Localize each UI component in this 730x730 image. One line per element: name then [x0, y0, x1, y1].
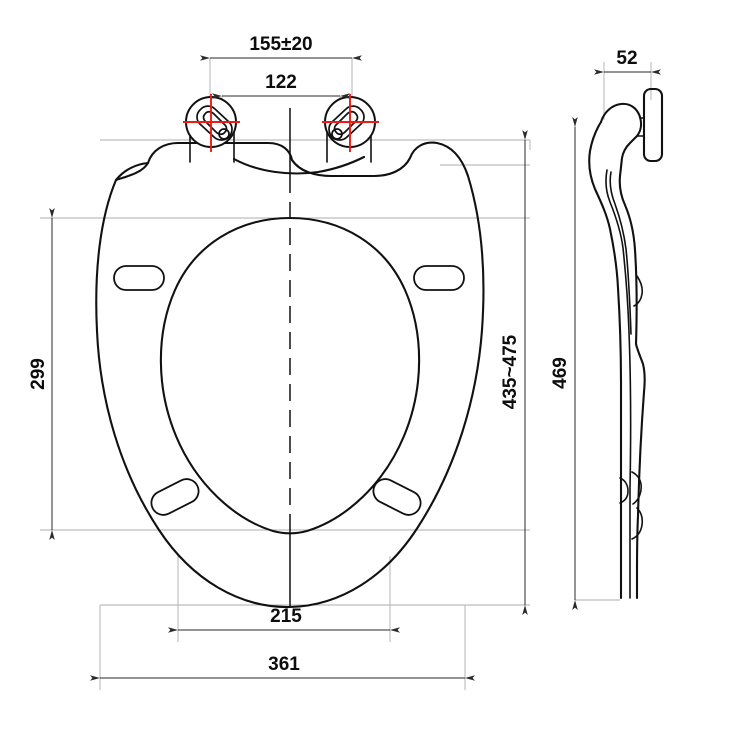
dimension-label-215: 215	[270, 606, 302, 627]
dimension-hinge-outer-spacing: 155±20	[200, 34, 362, 61]
dimension-label-469: 469	[550, 357, 571, 389]
bumper-lower-right	[372, 478, 422, 516]
dimension-label-52: 52	[616, 48, 637, 69]
dimension-overall-width: 361	[90, 654, 475, 681]
hinge-mount-left	[183, 94, 240, 152]
dimension-label-361: 361	[268, 654, 300, 675]
dimension-side-length: 469	[550, 117, 578, 610]
dimension-hinge-inner-spacing: 122	[212, 72, 350, 99]
side-profile-view	[588, 87, 664, 600]
dimension-label-122: 122	[265, 72, 297, 93]
bumper-upper-right	[413, 265, 465, 291]
dimension-label-299: 299	[28, 358, 49, 390]
dimension-label-435-475: 435~475	[500, 334, 521, 409]
bumper-upper-left	[113, 265, 165, 291]
dimension-label-155: 155±20	[249, 34, 312, 55]
dimension-overall-length: 435~475	[500, 130, 528, 615]
dimension-inner-length: 299	[28, 208, 55, 540]
hinge-mount-right	[322, 94, 379, 152]
seat-outline	[95, 141, 485, 609]
dimension-inner-width: 215	[168, 606, 400, 633]
dimension-side-depth: 52	[594, 48, 661, 75]
bumper-lower-left	[150, 478, 200, 516]
